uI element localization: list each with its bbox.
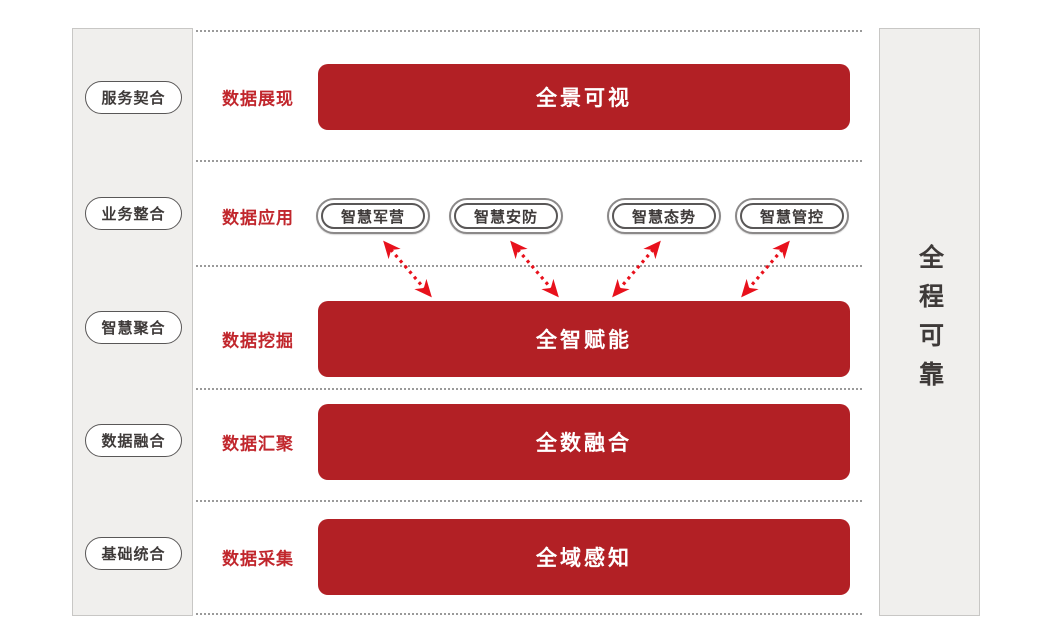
left-panel: 服务契合 业务整合 智慧聚合 数据融合 基础统合 (72, 28, 193, 616)
right-panel: 全程可靠 (879, 28, 980, 616)
left-pill-data-fusion: 数据融合 (85, 424, 182, 457)
left-pill-label: 服务契合 (101, 90, 166, 107)
app-pill-label: 智慧安防 (454, 203, 558, 229)
app-pill-label: 智慧军营 (321, 203, 425, 229)
left-pill-service-fit: 服务契合 (85, 81, 182, 114)
row-divider (196, 265, 862, 267)
stage-label-data-aggregation: 数据汇聚 (222, 434, 294, 454)
left-pill-business-integration: 业务整合 (85, 197, 182, 230)
row-divider (196, 388, 862, 390)
capability-bar-full-intelligence: 全智赋能 (318, 301, 850, 377)
arrow-smart-barracks-to-bar (383, 240, 432, 298)
arrow-smart-control-to-bar (741, 240, 790, 298)
left-pill-label: 数据融合 (101, 433, 166, 450)
capability-bar-full-data-fusion: 全数融合 (318, 404, 850, 480)
arrow-smart-security-to-bar (510, 240, 559, 298)
left-pill-label: 智慧聚合 (101, 320, 166, 337)
right-panel-label: 全程可靠 (915, 244, 944, 400)
app-pill-label: 智慧管控 (740, 203, 844, 229)
row-divider (196, 500, 862, 502)
app-pill-smart-security: 智慧安防 (449, 198, 563, 234)
capability-bar-panoramic-visibility: 全景可视 (318, 64, 850, 130)
app-pill-smart-barracks: 智慧军营 (316, 198, 430, 234)
app-pill-smart-control: 智慧管控 (735, 198, 849, 234)
stage-label-data-application: 数据应用 (222, 208, 294, 228)
stage-label-data-presentation: 数据展现 (222, 89, 294, 109)
stage-label-data-mining: 数据挖掘 (222, 331, 294, 351)
row-divider (196, 160, 862, 162)
row-divider (196, 30, 862, 32)
left-pill-label: 基础统合 (101, 546, 166, 563)
left-pill-basic-unification: 基础统合 (85, 537, 182, 570)
app-pill-smart-situation: 智慧态势 (607, 198, 721, 234)
left-pill-smart-aggregation: 智慧聚合 (85, 311, 182, 344)
arrow-smart-situation-to-bar (612, 240, 661, 298)
capability-bar-full-domain-sensing: 全域感知 (318, 519, 850, 595)
app-pill-label: 智慧态势 (612, 203, 716, 229)
stage-label-data-collection: 数据采集 (222, 549, 294, 569)
left-pill-label: 业务整合 (101, 206, 166, 223)
row-divider (196, 613, 862, 615)
